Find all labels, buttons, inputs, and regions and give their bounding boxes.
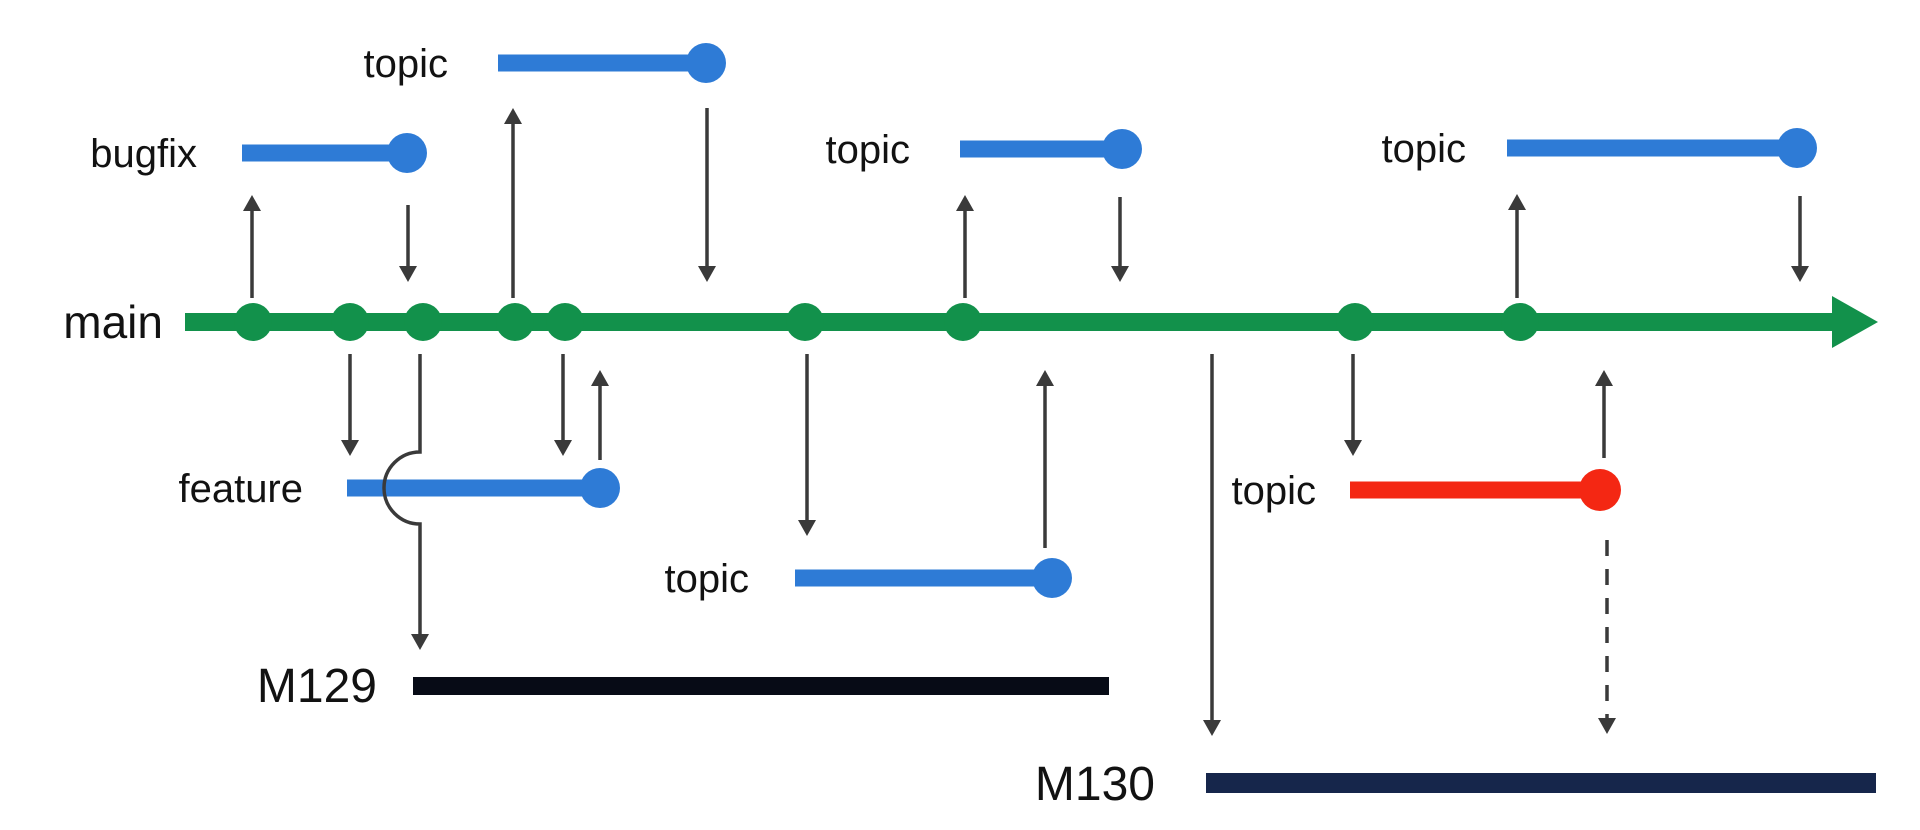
topic-top-branch-end-dot bbox=[686, 43, 726, 83]
main-branch: main bbox=[63, 296, 1878, 348]
topic-right-branch-end-dot bbox=[1777, 128, 1817, 168]
release-m130: M130 bbox=[1035, 758, 1876, 811]
arrow-down-head-icon bbox=[698, 266, 716, 282]
commit-dot bbox=[331, 303, 369, 341]
arrow-branch-out-topic-mid bbox=[956, 195, 974, 298]
arrow-main-to-m130-release bbox=[1203, 354, 1221, 736]
arrow-up-head-icon bbox=[504, 108, 522, 124]
arrow-branch-out-feature bbox=[341, 354, 359, 456]
arrow-down-head-icon bbox=[1598, 718, 1616, 734]
bugfix-branch: bugfix bbox=[90, 132, 427, 176]
commit-dot bbox=[546, 303, 584, 341]
release-m129: M129 bbox=[257, 660, 1109, 713]
arrow-main-to-m129-release bbox=[382, 354, 429, 650]
arrow-up-head-icon bbox=[591, 370, 609, 386]
topic-red-branch-end-dot bbox=[1579, 469, 1621, 511]
topic-top-branch: topic bbox=[364, 42, 726, 86]
main-branch-label: main bbox=[63, 296, 163, 348]
arrow-up-head-icon bbox=[1595, 370, 1613, 386]
commit-dot bbox=[944, 303, 982, 341]
arrow-down-head-icon bbox=[411, 634, 429, 650]
commit-dot bbox=[404, 303, 442, 341]
arrow-branch-out-topic-red bbox=[1344, 354, 1362, 456]
arrow-down-head-icon bbox=[1344, 440, 1362, 456]
topic-lower-branch: topic bbox=[665, 557, 1072, 601]
arrow-down-head-icon bbox=[554, 440, 572, 456]
arrow-up-head-icon bbox=[956, 195, 974, 211]
release-bar-m129 bbox=[413, 677, 1109, 695]
commit-dot bbox=[234, 303, 272, 341]
topic-mid-branch-end-dot bbox=[1102, 129, 1142, 169]
arrow-up-head-icon bbox=[1508, 194, 1526, 210]
arrow-down-head-icon bbox=[1791, 266, 1809, 282]
arrow-down-head-icon bbox=[399, 266, 417, 282]
topic-red-branch-label: topic bbox=[1232, 469, 1317, 513]
topic-right-branch-label: topic bbox=[1382, 127, 1467, 171]
bugfix-branch-label: bugfix bbox=[90, 132, 197, 176]
arrow-merge-topic-lower-to-main bbox=[1036, 370, 1054, 548]
arrow-branch-out-topic-top bbox=[504, 108, 522, 298]
arrow-merge-topic-right-to-main bbox=[1791, 196, 1809, 282]
arrow-update-main-to-feature bbox=[554, 354, 572, 456]
arrow-up-head-icon bbox=[243, 195, 261, 211]
arrow-down-head-icon bbox=[1203, 720, 1221, 736]
main-branch-arrowhead-icon bbox=[1832, 296, 1878, 348]
arrow-dashed-topic-red-to-m130 bbox=[1598, 540, 1616, 734]
commit-dot bbox=[1336, 303, 1374, 341]
topic-red-branch: topic bbox=[1232, 469, 1621, 513]
arrow-branch-out-bugfix bbox=[243, 195, 261, 298]
arrow-down-head-icon bbox=[798, 520, 816, 536]
release-label-m129: M129 bbox=[257, 660, 377, 713]
topic-right-branch: topic bbox=[1382, 127, 1817, 171]
topic-lower-branch-label: topic bbox=[665, 557, 750, 601]
topic-mid-branch: topic bbox=[826, 128, 1142, 172]
release-bar-m130 bbox=[1206, 773, 1876, 793]
arrow-merge-bugfix-to-main bbox=[399, 205, 417, 282]
arrow-shaft-with-hop bbox=[382, 354, 422, 636]
arrow-up-head-icon bbox=[1036, 370, 1054, 386]
arrow-merge-topic-top-to-main bbox=[698, 108, 716, 282]
arrow-down-head-icon bbox=[341, 440, 359, 456]
topic-top-branch-label: topic bbox=[364, 42, 449, 86]
arrow-down-head-icon bbox=[1111, 266, 1129, 282]
bugfix-branch-end-dot bbox=[387, 133, 427, 173]
arrow-branch-out-topic-right bbox=[1508, 194, 1526, 298]
feature-branch: feature bbox=[178, 467, 620, 511]
arrow-branch-out-topic-lower bbox=[798, 354, 816, 536]
commit-dot bbox=[496, 303, 534, 341]
feature-branch-end-dot bbox=[580, 468, 620, 508]
release-label-m130: M130 bbox=[1035, 758, 1155, 811]
arrow-merge-feature-to-main bbox=[591, 370, 609, 460]
commit-dot bbox=[786, 303, 824, 341]
commit-dot bbox=[1501, 303, 1539, 341]
topic-lower-branch-end-dot bbox=[1032, 558, 1072, 598]
topic-mid-branch-label: topic bbox=[826, 128, 911, 172]
arrow-merge-topic-red-to-main bbox=[1595, 370, 1613, 458]
arrow-merge-topic-mid-to-main bbox=[1111, 197, 1129, 282]
feature-branch-label: feature bbox=[178, 467, 303, 511]
